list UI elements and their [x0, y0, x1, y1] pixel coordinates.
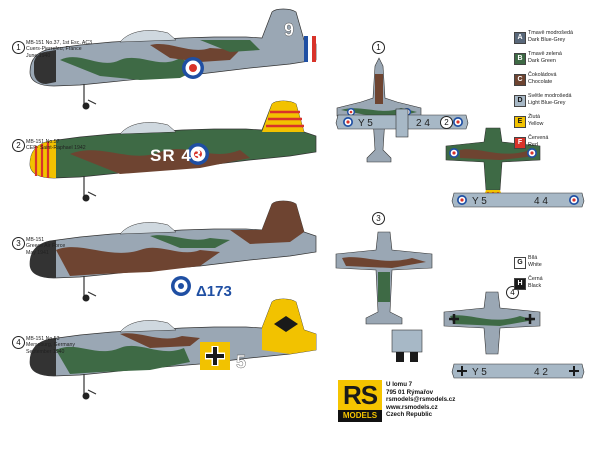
profile-3-code: Δ173: [196, 283, 232, 300]
legend-name-cz: Tmavě zelená: [528, 51, 562, 57]
caption-line: September 1940: [26, 348, 65, 355]
legend-name-en: Yellow: [528, 120, 544, 127]
profile-4-caption: MB-151 No.53 Merseburg, Germany Septembe…: [26, 336, 75, 355]
profile-1-caption: MB-151 No.37, 1st Esc. AC3 Cuers-Pierref…: [26, 40, 92, 59]
legend-name-en: Chocolate: [528, 78, 553, 85]
legend-name-en: Dark Blue-Grey: [528, 36, 566, 43]
planform-3-top: [335, 231, 433, 325]
profile-3-aircraft: Δ173: [29, 200, 317, 302]
legend-name-cz: Červená: [528, 135, 549, 141]
legend-swatch: H: [514, 278, 526, 290]
caption-line: June 1940: [26, 52, 51, 59]
legend-name-cz: Čokoládová: [528, 72, 557, 78]
profile-3-number: 3: [12, 237, 25, 250]
legend-swatch: E: [514, 116, 526, 128]
planform-2-number: 2: [440, 116, 453, 129]
planform-2-code-b: 4 4: [534, 196, 548, 207]
rs-models-logo: RS MODELS: [338, 380, 382, 430]
caption-line: MB-151 No.53: [26, 336, 60, 342]
legend-name-en: White: [528, 261, 542, 268]
planform-1-top: [336, 57, 422, 163]
address-line: Czech Republic: [386, 411, 433, 419]
profile-1-number: 1: [12, 41, 25, 54]
caption-line: CEP- Saint-Raphael 1942: [26, 145, 86, 152]
legend-swatch: C: [514, 74, 526, 86]
caption-line: MB-151 No.57: [26, 139, 60, 145]
planform-1-code-b: 2 4: [416, 118, 430, 129]
profile-2-caption: MB-151 No.57 CEP- Saint-Raphael 1942: [26, 139, 86, 152]
caption-line: Cuers-Pierrefeu, France: [26, 46, 82, 53]
caption-line: May 1941: [26, 249, 49, 256]
planform-2-code-a: Y 5: [472, 196, 487, 207]
legend-swatch: D: [514, 95, 526, 107]
profile-4-number: 4: [12, 336, 25, 349]
planform-1-code-a: Y 5: [358, 118, 373, 129]
profile-1-code: 9: [284, 20, 294, 40]
planform-4-bottom: Y 5 4 2: [451, 363, 585, 379]
planform-2-bottom: Y 5 4 4: [451, 192, 585, 208]
legend-name-en: Red: [528, 141, 538, 148]
profile-2-code: SR 43: [150, 146, 202, 165]
legend-name-cz: Světle modrošedá: [528, 93, 572, 99]
legend-name-cz: Bílá: [528, 255, 538, 261]
legend-name-cz: Černá: [528, 276, 543, 282]
address-line: 795 01 Rýmařov: [386, 388, 434, 396]
planform-1-bottom: Y 5 2 4: [335, 108, 469, 138]
company-address: U lomu 7 795 01 Rýmařov rsmodels@rsmodel…: [386, 381, 455, 419]
legend-name-cz: Tmavě modrošedá: [528, 30, 573, 36]
caption-line: Merseburg, Germany: [26, 342, 76, 349]
planform-4-code-b: 4 2: [534, 367, 548, 378]
profile-4-aircraft: 5: [29, 298, 317, 400]
profile-3-caption: MB-151 Greece Air Force May 1941: [26, 237, 65, 256]
address-line: U lomu 7: [386, 381, 413, 388]
planform-3-number: 3: [372, 212, 385, 225]
caption-line: MB-151: [26, 237, 45, 243]
profile-2-aircraft: SR 43: [29, 100, 317, 202]
profile-2-number: 2: [12, 139, 25, 152]
legend-swatch: B: [514, 53, 526, 65]
caption-line: Greece Air Force: [26, 243, 66, 250]
legend-swatch: A: [514, 32, 526, 44]
address-line: www.rsmodels.cz: [386, 403, 438, 411]
legend-name-en: Light Blue-Grey: [528, 99, 566, 106]
legend-name-cz: Žlutá: [528, 114, 540, 120]
address-line: rsmodels@rsmodels.cz: [386, 396, 456, 404]
profile-4-code: 5: [236, 352, 246, 372]
legend-name-en: Dark Green: [528, 57, 556, 64]
logo-bottom: MODELS: [338, 410, 382, 422]
planform-1-number: 1: [372, 41, 385, 54]
planform-3-bottom: [391, 329, 423, 362]
caption-line: MB-151 No.37, 1st Esc. AC3: [26, 40, 93, 46]
planform-4-code-a: Y 5: [472, 367, 487, 378]
legend-swatch: F: [514, 137, 526, 149]
legend-name-en: Black: [528, 282, 542, 289]
profile-1-aircraft: 9: [29, 8, 317, 110]
legend-swatch: G: [514, 257, 526, 269]
logo-top: RS: [338, 380, 382, 410]
planform-4-top: [443, 291, 541, 355]
